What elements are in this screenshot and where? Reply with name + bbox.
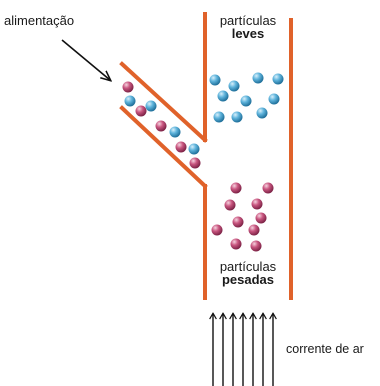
separator-walls bbox=[119, 12, 293, 300]
light-particle bbox=[228, 80, 240, 92]
feed-label: alimentação bbox=[4, 13, 74, 28]
heavy-particle bbox=[230, 182, 242, 194]
light-particle bbox=[169, 126, 181, 138]
light-particle bbox=[145, 100, 157, 112]
light-particle bbox=[188, 143, 200, 155]
light-particle bbox=[213, 111, 225, 123]
heavy-particle bbox=[248, 224, 260, 236]
light-particle bbox=[240, 95, 252, 107]
heavy-particle bbox=[122, 81, 134, 93]
heavy-particle bbox=[232, 216, 244, 228]
inlet-upper-wall bbox=[119, 61, 208, 143]
feed-arrow bbox=[61, 39, 110, 80]
heavy-particle bbox=[262, 182, 274, 194]
heavy-particle bbox=[255, 212, 267, 224]
light-particle bbox=[252, 72, 264, 84]
light-particle bbox=[268, 93, 280, 105]
light-particle bbox=[272, 73, 284, 85]
heavy-particle bbox=[230, 238, 242, 250]
heavy-particle bbox=[189, 157, 201, 169]
light-particle bbox=[217, 90, 229, 102]
heavy-particle bbox=[135, 105, 147, 117]
light-particle bbox=[124, 95, 136, 107]
light-particle bbox=[209, 74, 221, 86]
heavy-particle bbox=[224, 199, 236, 211]
light-particles-label-line1: partículas bbox=[220, 13, 277, 28]
light-particle bbox=[231, 111, 243, 123]
light-particle bbox=[256, 107, 268, 119]
heavy-particles bbox=[122, 81, 274, 252]
heavy-particle bbox=[175, 141, 187, 153]
heavy-particles-label-line2: pesadas bbox=[222, 272, 274, 287]
heavy-particles-label-line1: partículas bbox=[220, 259, 277, 274]
heavy-particle bbox=[250, 240, 262, 252]
inlet-lower-wall bbox=[119, 105, 208, 189]
air-current-label: corrente de ar bbox=[286, 342, 364, 356]
light-particles-label-line2: leves bbox=[232, 26, 265, 41]
heavy-particle bbox=[211, 224, 223, 236]
light-particles bbox=[124, 72, 284, 155]
heavy-particle bbox=[251, 198, 263, 210]
air-current-arrows bbox=[213, 314, 273, 386]
heavy-particle bbox=[155, 120, 167, 132]
